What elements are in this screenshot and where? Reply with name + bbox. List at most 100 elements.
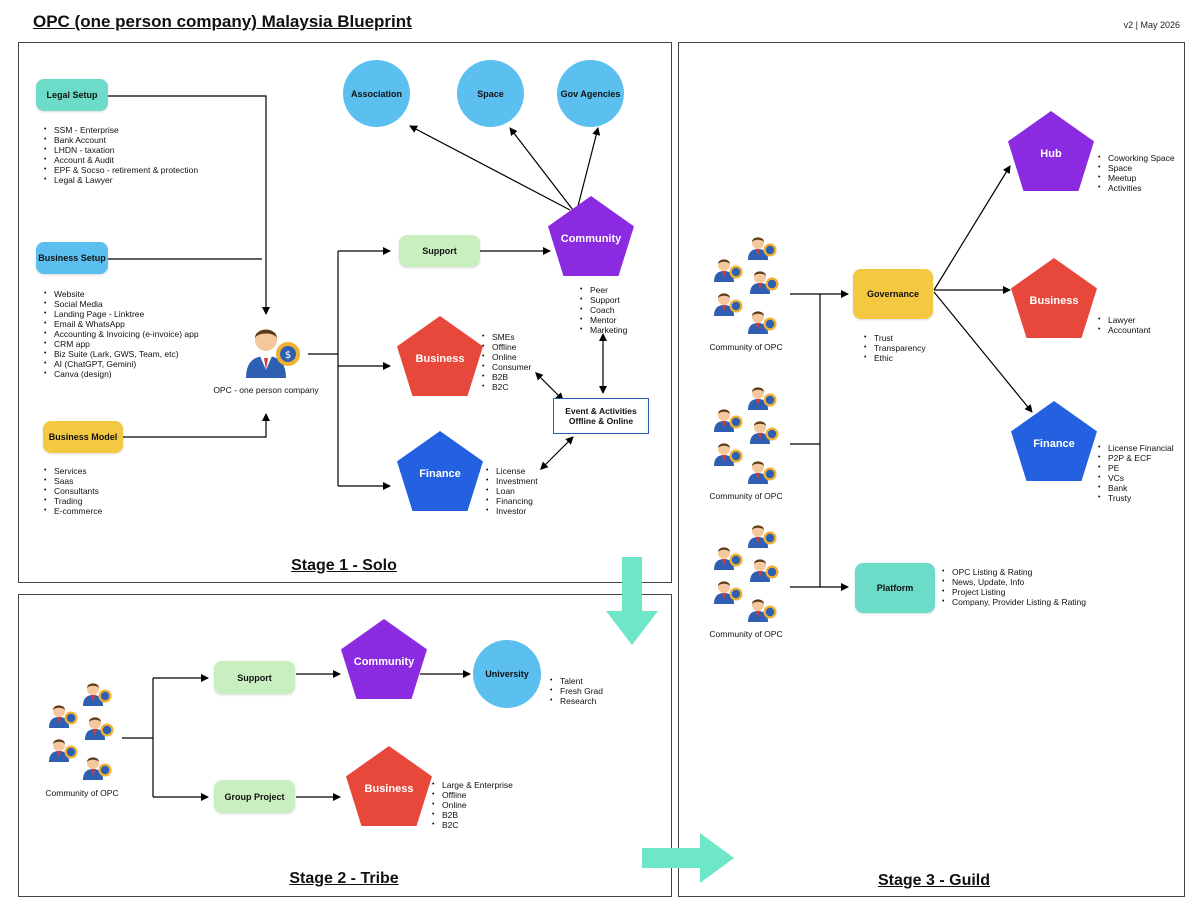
community-of-opc-icon xyxy=(712,234,788,338)
opc-person-icon: $ xyxy=(246,329,300,378)
list-item: Services xyxy=(42,466,102,476)
list-item: LHDN - taxation xyxy=(42,145,198,155)
association-circle: Association xyxy=(343,60,410,127)
list-item: CRM app xyxy=(42,339,199,349)
list-item: Ethic xyxy=(862,353,926,363)
list-item: Offline xyxy=(480,342,531,352)
community-caption: Community of OPC xyxy=(709,491,783,501)
list-item: Coach xyxy=(578,305,627,315)
list-item: B2C xyxy=(430,820,513,830)
svg-text:$: $ xyxy=(285,350,291,361)
list-item: Consultants xyxy=(42,486,102,496)
university-list: Talent Fresh Grad Research xyxy=(548,676,603,706)
platform-pill: Platform xyxy=(855,563,935,613)
list-item: Coworking Space xyxy=(1096,153,1175,163)
list-item: VCs xyxy=(1096,473,1174,483)
version-label: v2 | May 2026 xyxy=(1123,20,1180,30)
list-item: Accounting & Invoicing (e-invoice) app xyxy=(42,329,199,339)
list-item: Loan xyxy=(484,486,538,496)
list-item: Social Media xyxy=(42,299,199,309)
list-item: PE xyxy=(1096,463,1174,473)
list-item: Website xyxy=(42,289,199,299)
list-item: Fresh Grad xyxy=(548,686,603,696)
list-item: SMEs xyxy=(480,332,531,342)
list-item: AI (ChatGPT, Gemini) xyxy=(42,359,199,369)
list-item: Large & Enterprise xyxy=(430,780,513,790)
business-list: SMEs Offline Online Consumer B2B B2C xyxy=(480,332,531,392)
list-item: Investment xyxy=(484,476,538,486)
list-item: Bank xyxy=(1096,483,1174,493)
space-circle: Space xyxy=(457,60,524,127)
business-setup-pill: Business Setup xyxy=(36,242,108,274)
business-model-list: Services Saas Consultants Trading E-comm… xyxy=(42,466,102,516)
finance-list-stage3: License Financial P2P & ECF PE VCs Bank … xyxy=(1096,443,1174,503)
list-item: SSM - Enterprise xyxy=(42,125,198,135)
list-item: Investor xyxy=(484,506,538,516)
list-item: Trusty xyxy=(1096,493,1174,503)
list-item: Support xyxy=(578,295,627,305)
down-arrow-icon xyxy=(606,557,658,645)
list-item: Landing Page - Linktree xyxy=(42,309,199,319)
business-list-stage2: Large & Enterprise Offline Online B2B B2… xyxy=(430,780,513,830)
list-item: Accountant xyxy=(1096,325,1151,335)
list-item: B2C xyxy=(480,382,531,392)
list-item: Account & Audit xyxy=(42,155,198,165)
list-item: Activities xyxy=(1096,183,1175,193)
event-line1: Event & Activities xyxy=(565,406,637,416)
list-item: Mentor xyxy=(578,315,627,325)
list-item: OPC Listing & Rating xyxy=(940,567,1086,577)
list-item: Meetup xyxy=(1096,173,1175,183)
list-item: Biz Suite (Lark, GWS, Team, etc) xyxy=(42,349,199,359)
stage2-panel xyxy=(18,594,672,897)
list-item: B2B xyxy=(480,372,531,382)
list-item: Trust xyxy=(862,333,926,343)
right-arrow-icon xyxy=(642,833,734,883)
list-item: Peer xyxy=(578,285,627,295)
list-item: Online xyxy=(430,800,513,810)
list-item: Saas xyxy=(42,476,102,486)
list-item: Email & WhatsApp xyxy=(42,319,199,329)
community-of-opc-icon xyxy=(712,522,788,626)
list-item: Legal & Lawyer xyxy=(42,175,198,185)
list-item: Marketing xyxy=(578,325,627,335)
community-caption: Community of OPC xyxy=(45,788,119,798)
list-item: Lawyer xyxy=(1096,315,1151,325)
business-setup-list: Website Social Media Landing Page - Link… xyxy=(42,289,199,379)
list-item: Bank Account xyxy=(42,135,198,145)
support-pill: Support xyxy=(399,235,480,267)
stage2-title: Stage 2 - Tribe xyxy=(289,870,399,887)
list-item: Consumer xyxy=(480,362,531,372)
list-item: Space xyxy=(1096,163,1175,173)
list-item: License Financial xyxy=(1096,443,1174,453)
governance-list: Trust Transparency Ethic xyxy=(862,333,926,363)
business-list-stage3: Lawyer Accountant xyxy=(1096,315,1151,335)
university-circle: University xyxy=(473,640,541,708)
gov-agencies-circle: Gov Agencies xyxy=(557,60,624,127)
event-line2: Offline & Online xyxy=(568,416,634,426)
list-item: Project Listing xyxy=(940,587,1086,597)
business-model-pill: Business Model xyxy=(43,421,123,453)
support-pill-stage2: Support xyxy=(214,661,295,694)
list-item: Financing xyxy=(484,496,538,506)
list-item: Canva (design) xyxy=(42,369,199,379)
legal-setup-list: SSM - Enterprise Bank Account LHDN - tax… xyxy=(42,125,198,185)
list-item: Talent xyxy=(548,676,603,686)
finance-list: License Investment Loan Financing Invest… xyxy=(484,466,538,516)
list-item: Research xyxy=(548,696,603,706)
community-caption: Community of OPC xyxy=(709,342,783,352)
event-activities-box: Event & Activities Offline & Online xyxy=(553,398,649,434)
group-project-pill: Group Project xyxy=(214,780,295,813)
opc-caption: OPC - one person company xyxy=(213,385,319,395)
list-item: EPF & Socso - retirement & protection xyxy=(42,165,198,175)
hub-list: Coworking Space Space Meetup Activities xyxy=(1096,153,1175,193)
list-item: P2P & ECF xyxy=(1096,453,1174,463)
community-list: Peer Support Coach Mentor Marketing xyxy=(578,285,627,335)
list-item: Company, Provider Listing & Rating xyxy=(940,597,1086,607)
list-item: Trading xyxy=(42,496,102,506)
list-item: License xyxy=(484,466,538,476)
list-item: Online xyxy=(480,352,531,362)
community-caption: Community of OPC xyxy=(709,629,783,639)
community-of-opc-icon xyxy=(712,384,788,488)
list-item: News, Update, Info xyxy=(940,577,1086,587)
